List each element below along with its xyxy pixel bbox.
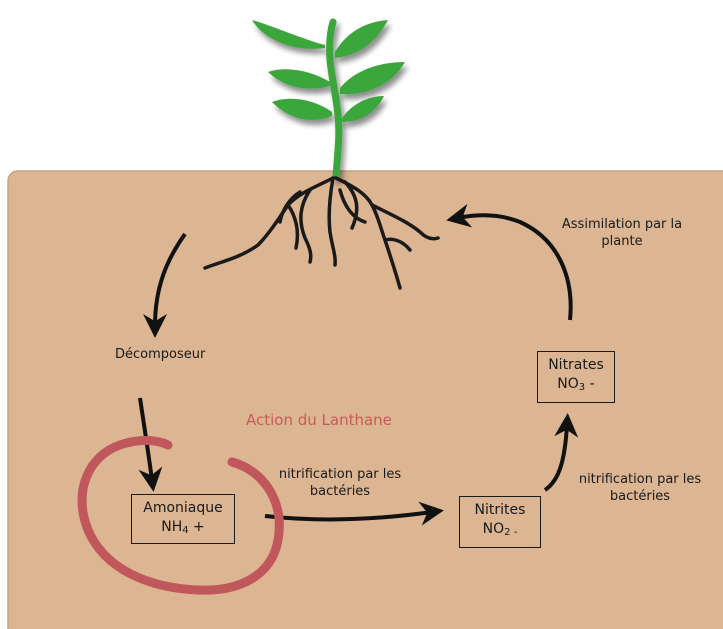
- nitrates-formula-base: NO: [557, 376, 579, 392]
- nitrates-formula: NO3 -: [538, 375, 614, 397]
- leaf-middle-right: [340, 62, 405, 95]
- nitrification-right-label: nitrification par les bactéries: [566, 471, 714, 505]
- amoniaque-formula-charge: +: [188, 519, 205, 535]
- leaf-top-left: [252, 20, 325, 49]
- nitrites-formula-base: NO: [482, 521, 505, 537]
- leaf-lower-right: [342, 96, 384, 122]
- amoniaque-formula: NH4 +: [132, 518, 234, 540]
- nitrification-left-line2: bactéries: [309, 484, 371, 499]
- nitrates-formula-sub: 3: [578, 382, 586, 393]
- nitrates-box: Nitrates NO3 -: [537, 351, 615, 403]
- decomposeur-label: Décomposeur: [115, 347, 206, 362]
- arrow-amoniaque-to-nitrites: [264, 501, 444, 526]
- arrow-nitrites-to-nitrates: [543, 413, 579, 492]
- nitrites-formula: NO2 -: [460, 520, 540, 542]
- plant-roots: [203, 176, 440, 290]
- leaf-middle-left: [268, 69, 330, 89]
- plant-icon: [252, 18, 405, 180]
- amoniaque-formula-sub: 4: [182, 525, 189, 536]
- nitrification-right-line1: nitrification par les: [578, 472, 702, 487]
- nitrification-left-line1: nitrification par les: [278, 467, 402, 482]
- nitrification-left-label: nitrification par les bactéries: [265, 466, 415, 500]
- nitrates-name: Nitrates: [548, 357, 604, 373]
- soil-area: [7, 170, 723, 629]
- amoniaque-name: Amoniaque: [143, 500, 223, 516]
- amoniaque-box: Amoniaque NH4 +: [131, 494, 235, 544]
- action-lanthane-label: Action du Lanthane: [246, 411, 392, 429]
- plant-stem: [326, 18, 343, 180]
- assimilation-line1: Assimilation par la: [561, 217, 683, 232]
- nitrites-formula-sub: 2 -: [504, 527, 518, 538]
- leaf-top-right: [335, 20, 388, 58]
- assimilation-line2: plante: [601, 234, 643, 249]
- arrow-nitrates-to-plant: [446, 203, 573, 321]
- arrow-roots-to-decomposeur: [143, 232, 187, 338]
- leaf-lower-left: [272, 98, 332, 120]
- nitrites-box: Nitrites NO2 -: [459, 496, 541, 548]
- nitrites-name: Nitrites: [474, 502, 526, 518]
- nitrification-right-line2: bactéries: [609, 489, 671, 504]
- assimilation-label: Assimilation par la plante: [552, 216, 692, 250]
- amoniaque-formula-base: NH: [161, 519, 183, 535]
- nitrates-formula-charge: -: [585, 376, 595, 392]
- lanthane-circle: [77, 436, 284, 595]
